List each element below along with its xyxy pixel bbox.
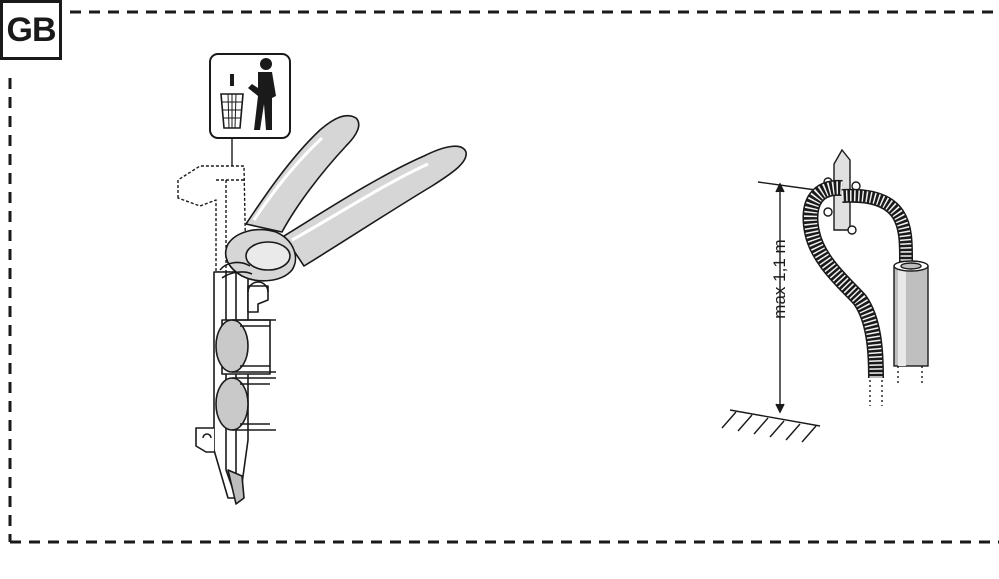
- supply-pipe: [893, 260, 929, 367]
- max-height-label: max 1,1 m: [770, 239, 789, 319]
- language-badge: GB: [0, 0, 62, 60]
- dashed-frame: [8, 10, 999, 544]
- hose-height-illustration: [721, 148, 929, 443]
- pliers: [219, 114, 467, 282]
- trash-disposal-icon: [209, 53, 291, 139]
- stake-tip: [227, 469, 245, 505]
- stake-cylinders: [215, 319, 276, 431]
- stake-clip-upper: [247, 281, 269, 313]
- ground-hatch: [721, 409, 821, 443]
- stake-cutting-illustration: [177, 114, 467, 505]
